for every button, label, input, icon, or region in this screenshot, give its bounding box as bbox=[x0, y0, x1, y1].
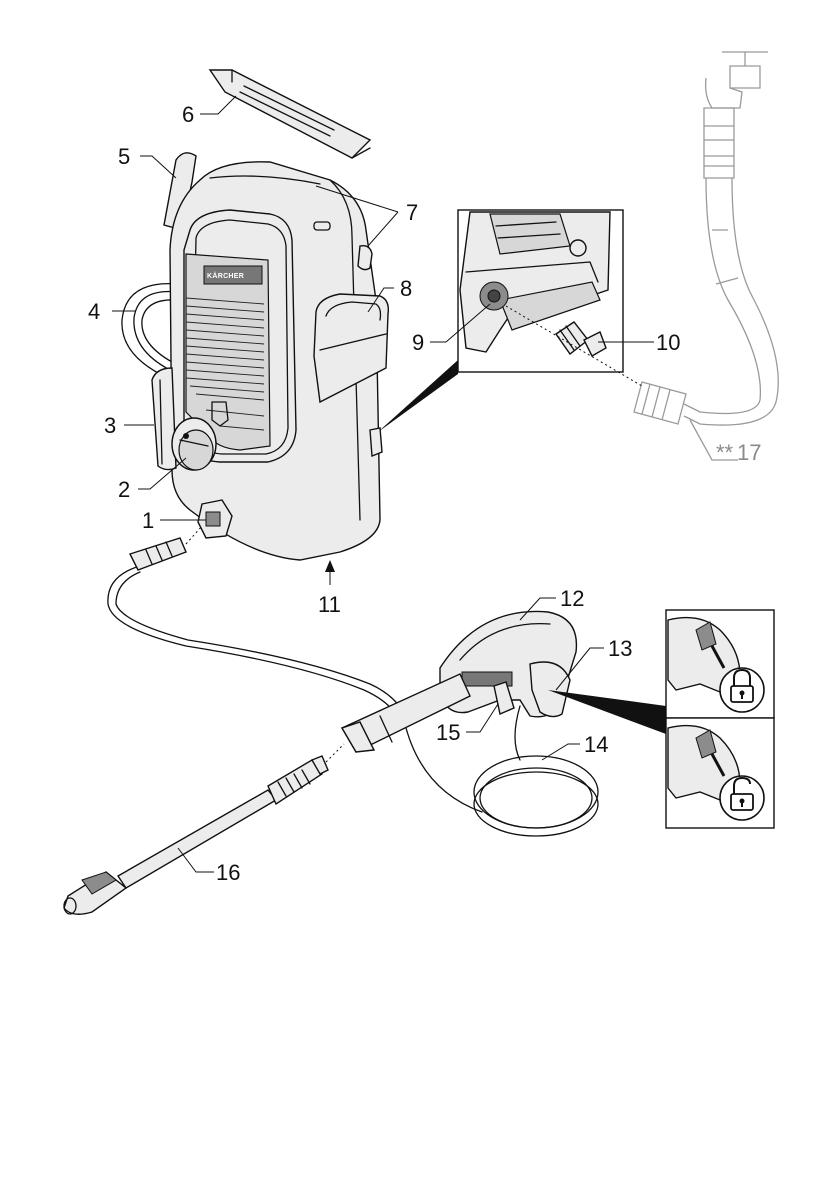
machine-body: KÄRCHER bbox=[152, 153, 388, 560]
callout-11: 11 bbox=[318, 592, 341, 617]
brand-label: KÄRCHER bbox=[207, 272, 244, 280]
garden-hose-accessory bbox=[634, 52, 778, 460]
leader-5 bbox=[140, 156, 176, 178]
callout-5: 5 bbox=[118, 144, 130, 169]
lock-pointer bbox=[548, 690, 666, 734]
inset-pointer bbox=[378, 360, 458, 432]
callout-17-prefix: ** bbox=[716, 440, 734, 465]
trigger-lock-insets bbox=[666, 610, 774, 828]
callout-15: 15 bbox=[436, 720, 460, 745]
leader-6 bbox=[200, 96, 236, 114]
callout-1: 1 bbox=[142, 508, 154, 533]
spray-lance bbox=[64, 744, 344, 914]
leader-14 bbox=[542, 744, 580, 760]
callout-4: 4 bbox=[88, 299, 100, 324]
power-cable-coil bbox=[122, 284, 178, 378]
callout-10: 10 bbox=[656, 330, 680, 355]
callout-2: 2 bbox=[118, 477, 130, 502]
callout-3: 3 bbox=[104, 413, 116, 438]
callout-14: 14 bbox=[584, 732, 608, 757]
callout-16: 16 bbox=[216, 860, 240, 885]
callout-9: 9 bbox=[412, 330, 424, 355]
inlet-detail-inset bbox=[458, 210, 642, 386]
callout-17: 17 bbox=[737, 440, 761, 465]
padlock-open-icon bbox=[720, 776, 764, 820]
callout-7: 7 bbox=[406, 200, 418, 225]
callout-12: 12 bbox=[560, 586, 584, 611]
callout-6: 6 bbox=[182, 102, 194, 127]
padlock-closed-icon bbox=[720, 668, 764, 712]
callout-8: 8 bbox=[400, 276, 412, 301]
bracket-part bbox=[210, 70, 370, 158]
callout-13: 13 bbox=[608, 636, 632, 661]
